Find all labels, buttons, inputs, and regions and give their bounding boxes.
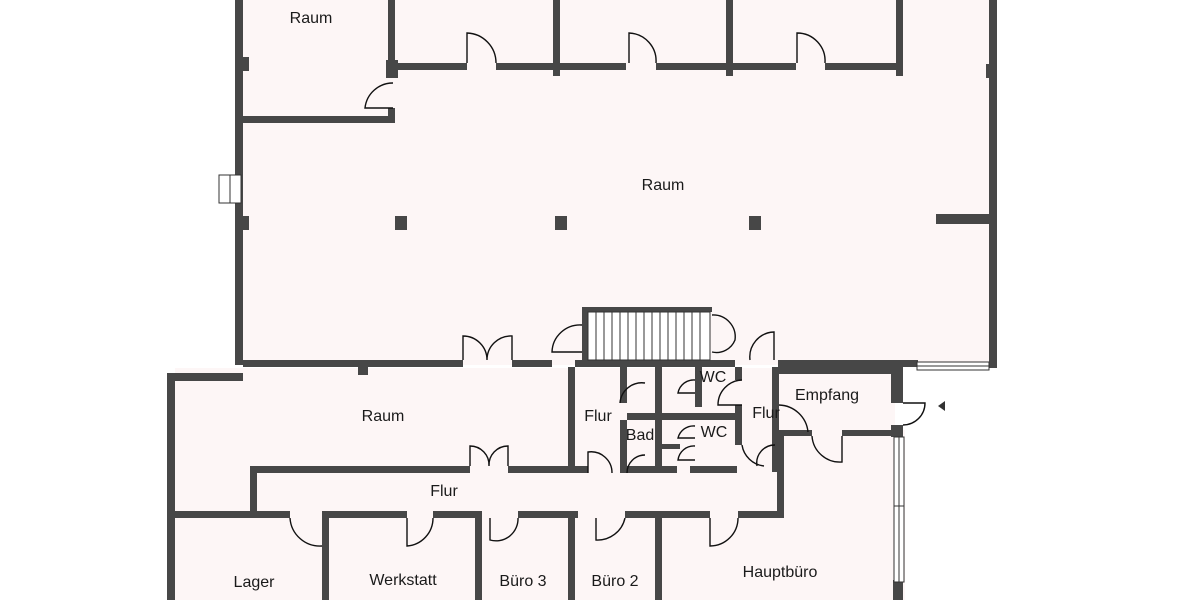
- room-label: Flur: [752, 405, 780, 422]
- room-label: Bad: [625, 427, 655, 444]
- staircase: [587, 311, 711, 361]
- room-label: WC: [700, 424, 728, 441]
- room-label: Hauptbüro: [742, 564, 818, 581]
- room-label: Raum: [361, 408, 405, 425]
- room-label: Empfang: [794, 387, 860, 404]
- room-label: WC: [699, 369, 727, 386]
- room-label: Büro 2: [591, 573, 639, 590]
- windows: [218, 174, 990, 583]
- room-label: Flur: [584, 408, 612, 425]
- room-label: Flur: [430, 483, 458, 500]
- doors: [289, 32, 926, 547]
- walls: [167, 0, 997, 600]
- room-label: Lager: [233, 574, 275, 591]
- room-label: Raum: [641, 177, 685, 194]
- entrance-arrow-icon: [938, 401, 945, 411]
- room-label: Raum: [289, 10, 333, 27]
- watermark: McGrundriss: [996, 312, 1005, 358]
- room-label: Werkstatt: [369, 572, 437, 589]
- room-label: Büro 3: [499, 573, 547, 590]
- floor-areas: [175, 0, 995, 600]
